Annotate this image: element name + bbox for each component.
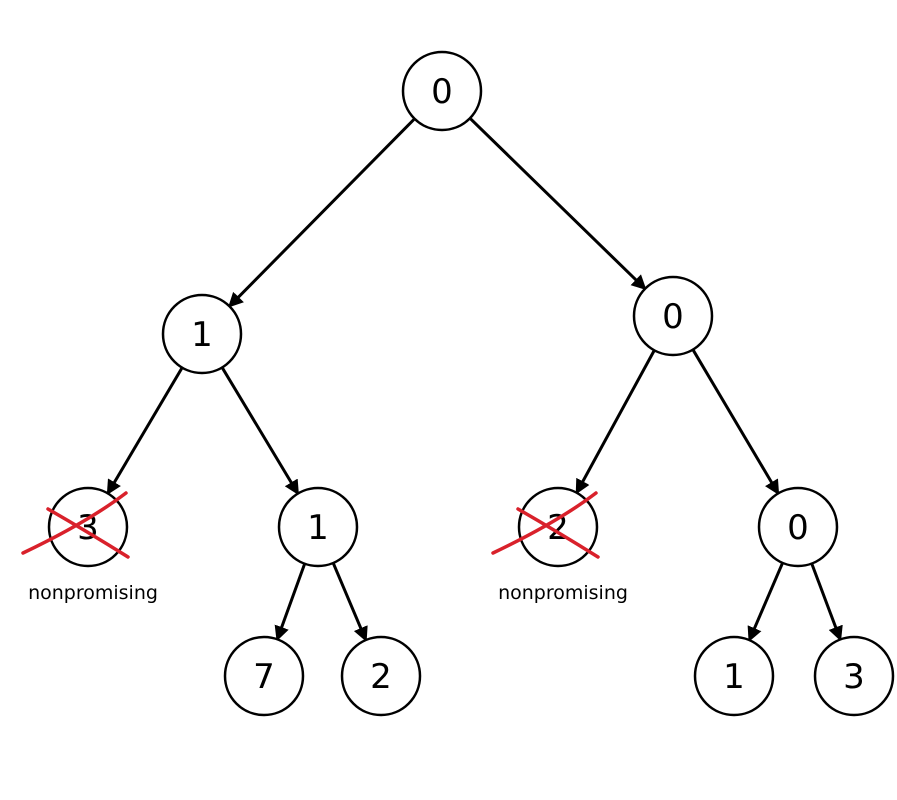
annotations-layer: nonpromising nonpromising	[28, 582, 628, 604]
node-circle	[277, 486, 359, 568]
tree-node-lrl: 7	[223, 635, 305, 717]
node-label: 1	[307, 508, 329, 548]
node-circle	[757, 486, 839, 568]
edge-r-rl	[575, 349, 656, 495]
edges-layer	[106, 117, 843, 643]
node-circle	[340, 635, 422, 717]
edge-root-r	[468, 117, 647, 291]
edge-r-rr	[691, 348, 780, 496]
node-circle	[632, 275, 714, 357]
tree-node-rrl: 1	[693, 635, 775, 717]
tree-node-root: 0	[401, 50, 483, 132]
tree-node-rr: 0	[757, 486, 839, 568]
node-label: 1	[191, 315, 213, 355]
node-circle	[223, 635, 305, 717]
tree-node-rrr: 3	[813, 635, 895, 717]
pruned-cross-icon	[21, 491, 130, 559]
tree-node-lr: 1	[277, 486, 359, 568]
tree-node-rl: 2	[491, 486, 600, 568]
pruned-cross-icon	[491, 491, 600, 559]
node-label: 3	[843, 657, 865, 697]
node-label: 1	[723, 657, 745, 697]
node-label: 7	[253, 657, 275, 697]
nodes-layer: 0 1 0 3 1 2 0 7 2 1 3	[21, 50, 895, 717]
edge-l-lr	[220, 366, 299, 496]
node-label: 2	[370, 657, 392, 697]
edge-root-l	[227, 117, 416, 308]
edge-lr-lrl	[274, 563, 307, 642]
tree-node-ll: 3	[21, 486, 130, 568]
node-label: 2	[547, 508, 569, 548]
node-label: 0	[787, 508, 809, 548]
node-label: 3	[77, 508, 99, 548]
nonpromising-label: nonpromising	[498, 582, 628, 604]
edge-rr-rrr	[810, 562, 843, 642]
tree-node-l: 1	[161, 293, 243, 375]
nonpromising-label: nonpromising	[28, 582, 158, 604]
node-circle	[813, 635, 895, 717]
node-circle	[693, 635, 775, 717]
node-label: 0	[662, 297, 684, 337]
edge-l-ll	[106, 366, 184, 496]
tree-node-lrr: 2	[340, 635, 422, 717]
edge-lr-lrr	[331, 562, 368, 642]
node-circle	[401, 50, 483, 132]
node-circle	[161, 293, 243, 375]
tree-node-r: 0	[632, 275, 714, 357]
node-label: 0	[431, 72, 453, 112]
edge-rr-rrl	[747, 562, 784, 643]
